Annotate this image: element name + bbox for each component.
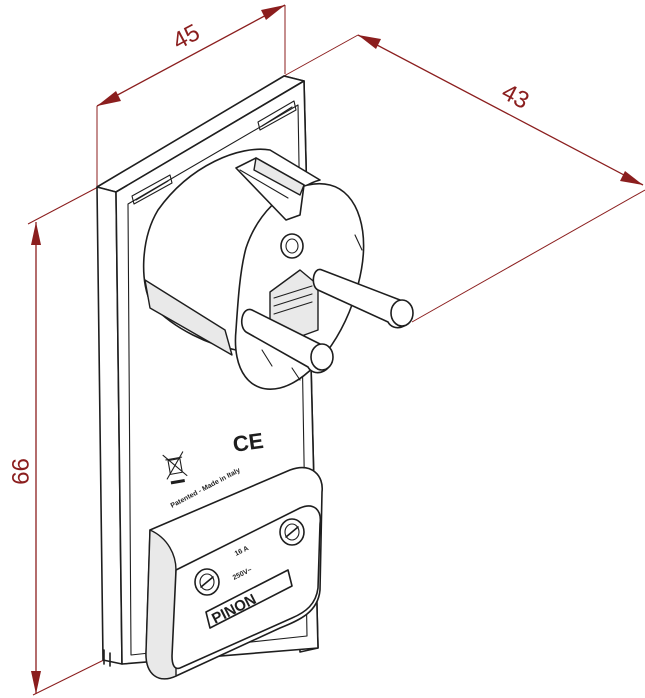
dimension-width-label: 45 xyxy=(168,19,204,55)
ce-mark: CE xyxy=(231,428,265,457)
dimension-height-label: 99 xyxy=(6,458,33,485)
dimension-height: 99 xyxy=(6,185,121,696)
plug-pin-lower xyxy=(240,308,334,374)
plug-pin-upper xyxy=(312,268,414,329)
dimension-depth-label: 43 xyxy=(497,78,533,114)
screw-right-icon xyxy=(279,518,305,546)
weee-bin-icon xyxy=(162,451,188,485)
screw-left-icon xyxy=(194,568,220,596)
connector-block: 16 A 250V~ PINON xyxy=(145,467,323,680)
